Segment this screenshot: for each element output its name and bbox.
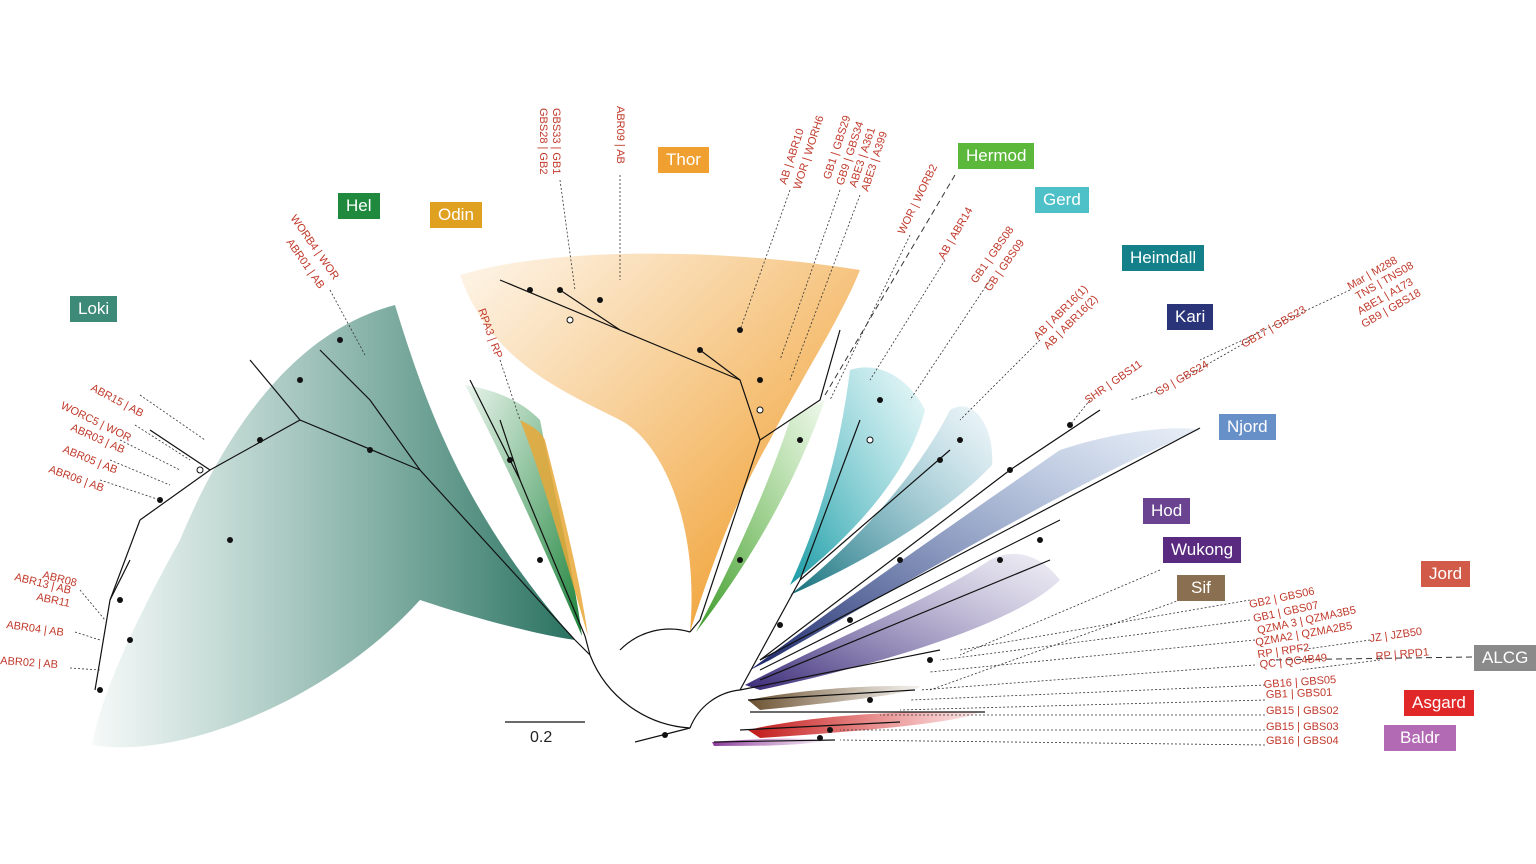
clade-shading: [92, 253, 1200, 748]
clade-label-kari: Kari: [1167, 304, 1214, 330]
leaf-label: GBS33 | GB1: [550, 108, 562, 174]
leaf-label: G9 | GBS24: [1154, 359, 1211, 399]
clade-label-gerd: Gerd: [1035, 187, 1089, 213]
clade-label-sif: Sif: [1177, 575, 1225, 601]
clade-label-alcg: ALCG: [1474, 645, 1536, 671]
leaf-label: ABR04 | AB: [6, 619, 65, 639]
leaf-label: ABR02 | AB: [0, 655, 58, 671]
leaf-label: AB | ABR14: [936, 205, 975, 261]
leaf-label: GB17 | GBS23: [1240, 304, 1309, 351]
leaf-label: GB15 | GBS02: [1266, 705, 1339, 717]
clade-label-hel: Hel: [338, 193, 380, 219]
clade-label-hermod: Hermod: [958, 143, 1035, 169]
clade-label-asgard: Asgard: [1404, 690, 1474, 716]
scale-bar: 0.2: [505, 721, 585, 746]
tree-branches: [94, 279, 1201, 743]
node-markers: [97, 287, 1073, 741]
leaf-label: GBS28 | GB2: [537, 108, 549, 174]
leader-lines: [69, 175, 1381, 746]
gerd-shading: [790, 367, 925, 585]
leaf-label: GB16 | GBS04: [1266, 735, 1339, 747]
clade-label-baldr: Baldr: [1384, 725, 1456, 751]
leaf-label: SHR | GBS11: [1083, 358, 1145, 406]
leaf-label: GB1 | GBS01: [1266, 687, 1333, 701]
leaf-labels: ABR15 | AB WORC5 | WOR ABR03 | AB ABR05 …: [0, 106, 1429, 747]
asgard-shading: [748, 711, 980, 738]
clade-label-njord: Njord: [1219, 414, 1276, 440]
clade-label-heimdall: Heimdall: [1122, 245, 1205, 271]
clade-label-odin: Odin: [430, 202, 482, 228]
scale-bar-label: 0.2: [530, 729, 552, 746]
loki-shading: [92, 305, 575, 748]
clade-label-wukong: Wukong: [1163, 537, 1242, 563]
hermod-leader: [824, 174, 956, 396]
clade-label-jord: Jord: [1421, 561, 1471, 587]
alcg-leader: [1269, 656, 1473, 661]
thor-shading: [460, 253, 860, 633]
leaf-label: RP | RPD1: [1375, 646, 1429, 663]
leaf-label: GB15 | GBS03: [1266, 721, 1339, 733]
leaf-label: WOR | WORB2: [896, 163, 940, 237]
clade-label-loki: Loki: [70, 296, 118, 322]
leaf-label: ABR09 | AB: [614, 106, 626, 164]
leaf-label: ABR15 | AB: [89, 382, 146, 420]
leaf-label: JZ | JZB50: [1369, 626, 1423, 645]
clade-label-thor: Thor: [658, 147, 709, 173]
hermod-shading: [696, 400, 825, 632]
leaf-label: GB16 | GBS05: [1263, 674, 1336, 691]
clade-label-hod: Hod: [1143, 498, 1191, 524]
